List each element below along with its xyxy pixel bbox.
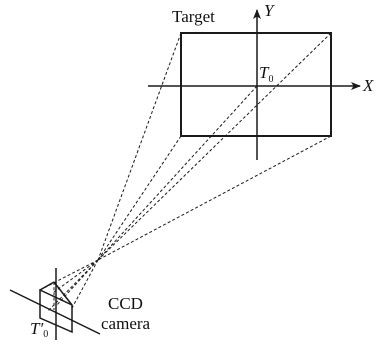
sensor-front-face (39, 288, 73, 334)
projection-ray-bottom-right (97, 135, 332, 261)
projection-ray-center (97, 85, 258, 261)
sensor-back-right-edge (53, 281, 73, 306)
ccd-camera-label-line1: CCD (108, 294, 143, 313)
y-axis-label: Y (264, 1, 275, 20)
ccd-camera-sensor (9, 268, 101, 340)
t0-prime-label-main: T′ (30, 319, 43, 338)
t0-prime-label: T′0 (30, 319, 48, 340)
sensor-ray-4 (71, 259, 99, 309)
target-rectangle (180, 32, 332, 137)
t0-label: T0 (259, 63, 273, 85)
t0-label-main: T (259, 63, 270, 82)
projection-ray-top-right (97, 32, 332, 261)
projection-ray-top-left (97, 32, 182, 261)
projection-rays (55, 32, 332, 307)
sensor-ray-3 (46, 259, 99, 313)
t0-prime-label-subscript: 0 (43, 329, 48, 340)
sensor-ray-2 (53, 259, 99, 293)
ccd-camera-label-line2: camera (101, 314, 151, 333)
target-label: Target (172, 7, 215, 26)
x-axis-label: X (362, 76, 374, 95)
t0-label-subscript: 0 (268, 74, 273, 85)
camera-optical-axis (9, 289, 101, 335)
projection-ray-bottom-left (97, 135, 182, 261)
sensor-back-top-edge (39, 281, 55, 291)
